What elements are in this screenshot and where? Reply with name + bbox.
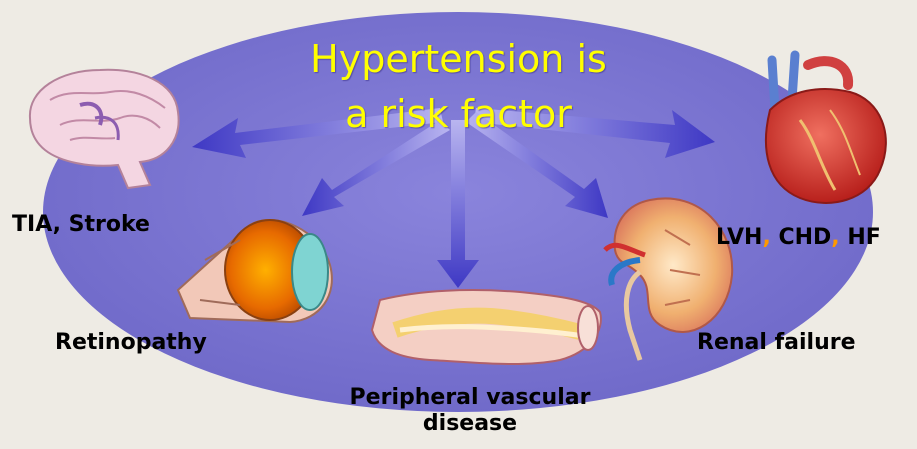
label-stroke: TIA, Stroke	[12, 212, 150, 238]
label-renal-failure: Renal failure	[697, 330, 856, 356]
label-peripheral-vascular-disease: Peripheral vascular disease	[300, 385, 640, 438]
separator-1: ,	[762, 225, 770, 250]
label-retinopathy: Retinopathy	[55, 330, 207, 356]
title-line-2: a risk factor	[0, 95, 917, 133]
label-lvh: LVH	[716, 225, 762, 250]
label-heart-conditions: LVH, CHD, HF	[716, 225, 881, 251]
artery-icon	[372, 290, 601, 364]
label-chd: CHD	[778, 225, 831, 250]
title-line-1: Hypertension is	[0, 40, 917, 78]
label-hf: HF	[847, 225, 880, 250]
label-pvd-line1: Peripheral vascular	[300, 385, 640, 411]
label-pvd-line2: disease	[300, 411, 640, 437]
separator-2: ,	[831, 225, 839, 250]
